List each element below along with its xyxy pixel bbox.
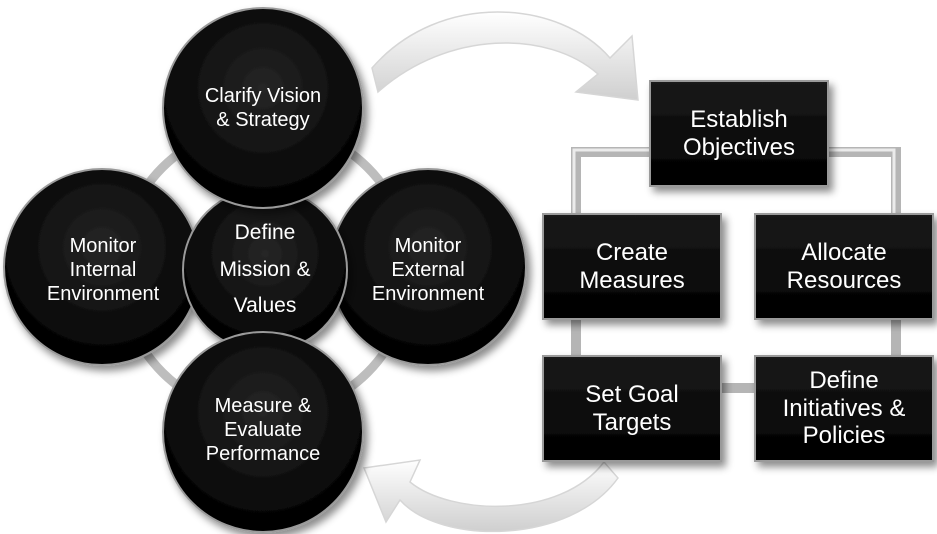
top-curved-arrow: [371, 11, 639, 101]
box-initiatives: [754, 355, 934, 462]
label-measure-evaluate: Measure & Evaluate Performance: [205, 395, 321, 465]
label-monitor-external: Monitor External Environment: [371, 235, 485, 305]
label-monitor-internal: Monitor Internal Environment: [46, 235, 160, 305]
box-create: [542, 213, 722, 320]
circle-bottom: [162, 331, 364, 533]
label-allocate-resources: Allocate Resources: [786, 238, 902, 294]
circle-top: [162, 7, 364, 209]
bottom-curved-arrow: [362, 459, 619, 533]
label-set-goal-targets: Set Goal Targets: [585, 380, 679, 436]
label-create-measures: Create Measures: [579, 238, 685, 294]
box-setgoal: [542, 355, 722, 462]
label-define-mission: Define Mission & Values: [219, 220, 311, 318]
label-define-initiatives: Define Initiatives & Policies: [782, 367, 906, 450]
label-establish-objectives: Establish Objectives: [682, 105, 796, 161]
box-allocate: [754, 213, 934, 320]
box-establish: [649, 80, 829, 187]
flowchart-connectors: [571, 147, 901, 393]
label-clarify-vision: Clarify Vision & Strategy: [204, 85, 322, 131]
